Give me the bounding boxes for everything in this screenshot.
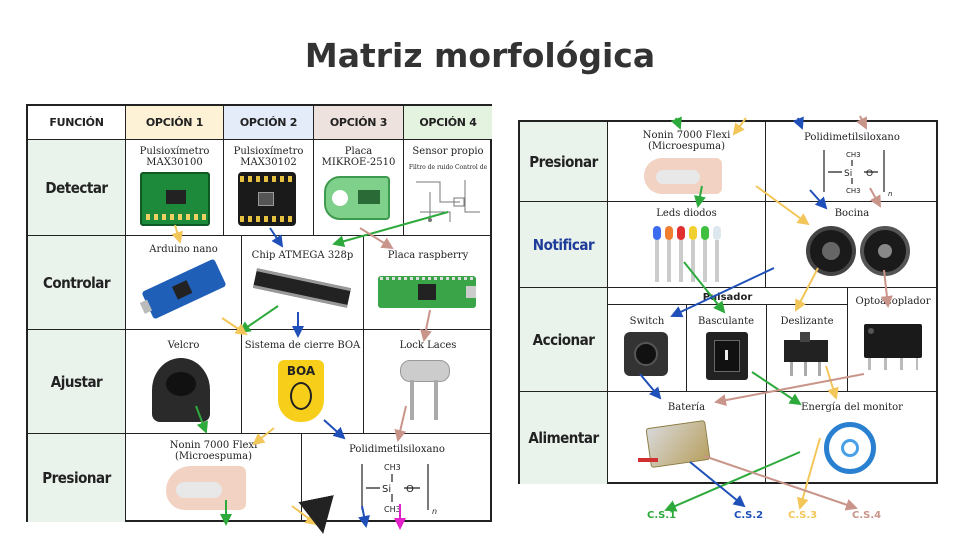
label-leds: Leds diodos [656,208,717,219]
cell-polidimetil: Polidimetilsiloxano Si O CH3 CH3 n [302,434,492,522]
solution-label-4: C.S.4 [852,510,882,521]
cell-pulsador: Pulsador Switch Basculante Deslizante [608,288,848,392]
foot-sensor-icon [166,466,246,510]
header-opcion-1: OPCIÓN 1 [126,106,224,140]
label-basculante: Basculante [697,316,755,327]
max30100-board-icon [140,172,210,226]
formula-si-right: Si [844,169,852,179]
page-title: Matriz morfológica [304,36,656,75]
cell-max30100: Pulsioxímetro MAX30100 [126,140,224,236]
label-max30102: Pulsioxímetro MAX30102 [233,146,304,168]
cell-lock-laces: Lock Laces [364,330,492,434]
row-accionar: Accionar [520,288,608,392]
lock-laces-icon [400,360,450,422]
sensor-schematic-icon [410,172,486,230]
arduino-nano-icon [139,258,227,320]
solution-label-2: C.S.2 [734,510,764,521]
row-presionar: Presionar [28,434,126,522]
cell-leds: Leds diodos [608,202,766,288]
cell-arduino-nano: Arduino nano [126,236,242,330]
boa-logo-text: BOA [286,364,316,378]
cell-sensor-propio: Sensor propio Filtro de ruido Control de… [404,140,492,236]
velcro-roll-icon [152,358,210,422]
optocoupler-icon [864,324,922,370]
foot-sensor-icon-right [644,158,722,194]
solution-label-3: C.S.3 [788,510,818,521]
cell-bateria: Batería [608,392,766,484]
right-matrix-table: Presionar Notificar Accionar Alimentar N… [518,120,938,484]
label-lock-laces: Lock Laces [399,340,457,351]
formula-ch3-top-right: CH3 [846,151,861,159]
label-switch: Switch [629,316,665,327]
formula-o: O [406,484,414,495]
speaker-icon [806,226,856,276]
cell-raspberry: Placa raspberry [364,236,492,330]
cell-velcro: Velcro [126,330,242,434]
solution-label-1: C.S.1 [647,510,677,521]
label-raspberry: Placa raspberry [387,250,469,261]
siloxane-formula-icon: Si O CH3 CH3 n [361,463,437,516]
row-ajustar: Ajustar [28,330,126,434]
label-sensor-propio: Sensor propio [412,146,484,157]
label-polidimetil-right: Polidimetilsiloxano [804,132,900,143]
formula-n-right: n [888,190,892,198]
cell-chip-atmega: Chip ATMEGA 328p [242,236,364,330]
push-switch-icon [624,332,668,376]
label-energia: Energía del monitor [801,402,903,413]
row-notificar: Notificar [520,202,608,288]
label-bateria: Batería [667,402,706,413]
formula-ch3-top: CH3 [384,463,401,472]
cell-optoacoplador: Optoacoplador [848,288,938,392]
row-controlar: Controlar [28,236,126,330]
label-chip: Chip ATMEGA 328p [251,250,354,261]
label-polidimetil: Polidimetilsiloxano [349,444,445,455]
siloxane-formula-icon-right: Si O CH3 CH3 n [823,150,892,198]
header-opcion-4: OPCIÓN 4 [404,106,492,140]
row-alimentar: Alimentar [520,392,608,484]
battery-wire-icon [638,458,658,462]
cell-mikroe: Placa MIKROE-2510 [314,140,404,236]
label-velcro: Velcro [167,340,200,351]
header-opcion-3: OPCIÓN 3 [314,106,404,140]
header-opcion-2: OPCIÓN 2 [224,106,314,140]
label-arduino: Arduino nano [149,244,218,255]
label-optoacoplador: Optoacoplador [855,296,931,307]
formula-si: Si [382,484,391,495]
atmega-chip-icon [252,268,352,308]
rocker-switch-icon [706,332,748,380]
header-funcion: FUNCIÓN [28,106,126,140]
row-presionar-right: Presionar [520,122,608,202]
label-deslizante: Deslizante [780,316,834,327]
left-matrix-table: FUNCIÓN OPCIÓN 1 OPCIÓN 2 OPCIÓN 3 OPCIÓ… [26,104,492,522]
max30102-board-icon [238,172,296,226]
cell-boa: Sistema de cierre BOA BOA [242,330,364,434]
cell-nonin: Nonin 7000 Flexi (Microespuma) [126,434,302,522]
label-boa: Sistema de cierre BOA [244,340,361,351]
monitor-cable-icon [824,422,876,474]
leds-icon [653,226,721,282]
slide-switch-icon [784,332,828,376]
speaker-icon-2 [860,226,910,276]
formula-o-right: O [866,169,873,179]
boa-logo-icon: BOA [278,360,324,422]
label-nonin-right: Nonin 7000 Flexi (Microespuma) [642,130,731,152]
formula-ch3-bottom: CH3 [384,505,401,514]
label-mikroe: Placa MIKROE-2510 [321,146,396,168]
cell-bocina: Bocina [766,202,938,288]
label-max30100: Pulsioxímetro MAX30100 [139,146,210,168]
formula-ch3-bottom-right: CH3 [846,187,861,195]
label-bocina: Bocina [834,208,870,219]
cell-energia-monitor: Energía del monitor [766,392,938,484]
raspberry-pico-icon [378,276,476,308]
row-detectar: Detectar [28,140,126,236]
cell-polidimetil-right: Polidimetilsiloxano Si O CH3 CH3 n [766,122,938,202]
cell-max30102: Pulsioxímetro MAX30102 [224,140,314,236]
cell-nonin-right: Nonin 7000 Flexi (Microespuma) [608,122,766,202]
label-pulsador: Pulsador [702,292,753,303]
label-nonin: Nonin 7000 Flexi (Microespuma) [169,440,258,462]
mikroe-board-icon [324,176,390,220]
formula-n: n [432,507,437,516]
